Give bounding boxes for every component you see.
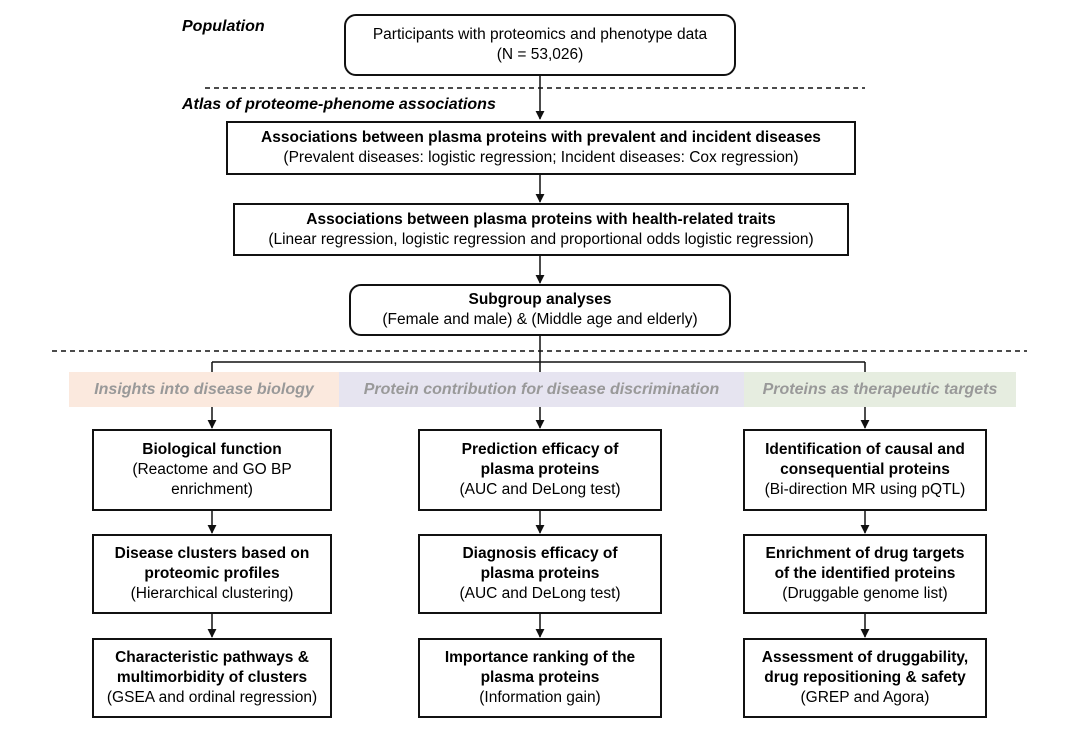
column-header-therapeutic-targets-label: Proteins as therapeutic targets: [762, 380, 998, 398]
box-method: (Druggable genome list): [782, 585, 948, 602]
column-header-therapeutic-targets: Proteins as therapeutic targets: [744, 372, 1016, 407]
participants-count: (N = 53,026): [496, 46, 584, 63]
box-title-cont: plasma proteins: [480, 565, 600, 582]
causal-proteins-box: Identification of causal and consequenti…: [743, 429, 987, 511]
column-header-disease-discrimination-label: Protein contribution for disease discrim…: [363, 380, 720, 398]
participants-text: Participants with proteomics and phenoty…: [372, 26, 708, 43]
box-method: (GREP and Agora): [800, 689, 930, 706]
box-method: (Bi-direction MR using pQTL): [764, 481, 966, 498]
trait-associations-box: Associations between plasma proteins wit…: [233, 203, 849, 256]
box-method: (GSEA and ordinal regression): [106, 689, 318, 706]
participants-box: Participants with proteomics and phenoty…: [344, 14, 736, 76]
column-header-disease-biology: Insights into disease biology: [69, 372, 339, 407]
subgroup-box: Subgroup analyses (Female and male) & (M…: [349, 284, 731, 336]
box-method: (AUC and DeLong test): [459, 481, 621, 498]
box-title: Disease clusters based on: [114, 545, 310, 562]
box-title: Assessment of druggability,: [761, 649, 969, 666]
box-title: Biological function: [142, 441, 282, 458]
box-title-cont: drug repositioning & safety: [764, 669, 966, 686]
diagnosis-efficacy-box: Diagnosis efficacy of plasma proteins (A…: [418, 534, 662, 614]
box-title: Identification of causal and: [765, 441, 965, 458]
disease-associations-box: Associations between plasma proteins wit…: [226, 121, 856, 175]
prediction-efficacy-box: Prediction efficacy of plasma proteins (…: [418, 429, 662, 511]
box-title: Characteristic pathways &: [115, 649, 309, 666]
box-title-cont: consequential proteins: [780, 461, 950, 478]
box-title: Importance ranking of the: [444, 649, 636, 666]
druggability-box: Assessment of druggability, drug reposit…: [743, 638, 987, 718]
box-title: Enrichment of drug targets: [765, 545, 965, 562]
section-label-atlas: Atlas of proteome-phenome associations: [182, 96, 496, 113]
box-title-cont: multimorbidity of clusters: [116, 669, 308, 686]
subgroup-title: Subgroup analyses: [468, 291, 612, 308]
box-method: (Information gain): [479, 689, 601, 706]
disease-associations-title: Associations between plasma proteins wit…: [261, 129, 821, 146]
trait-associations-title: Associations between plasma proteins wit…: [306, 210, 776, 228]
box-title: Diagnosis efficacy of: [462, 545, 618, 562]
box-method: (AUC and DeLong test): [459, 585, 621, 602]
section-label-population: Population: [182, 18, 265, 35]
importance-ranking-box: Importance ranking of the plasma protein…: [418, 638, 662, 718]
biological-function-box: Biological function (Reactome and GO BP …: [92, 429, 332, 511]
characteristic-pathways-box: Characteristic pathways & multimorbidity…: [92, 638, 332, 718]
box-method: (Hierarchical clustering): [130, 585, 294, 602]
column-header-disease-biology-label: Insights into disease biology: [94, 380, 314, 398]
drug-targets-box: Enrichment of drug targets of the identi…: [743, 534, 987, 614]
box-title-cont: proteomic profiles: [144, 565, 280, 582]
box-title-cont: plasma proteins: [480, 461, 600, 478]
box-method: (Reactome and GO BP: [132, 461, 292, 478]
disease-associations-methods: (Prevalent diseases: logistic regression…: [283, 149, 799, 166]
box-title-cont: of the identified proteins: [774, 565, 956, 582]
subgroup-groups: (Female and male) & (Middle age and elde…: [382, 311, 698, 328]
column-header-disease-discrimination: Protein contribution for disease discrim…: [339, 372, 744, 407]
box-method-cont: enrichment): [171, 481, 253, 498]
box-title-cont: plasma proteins: [480, 669, 600, 686]
box-title: Prediction efficacy of: [461, 441, 619, 458]
trait-associations-methods: (Linear regression, logistic regression …: [268, 230, 814, 248]
disease-clusters-box: Disease clusters based on proteomic prof…: [92, 534, 332, 614]
